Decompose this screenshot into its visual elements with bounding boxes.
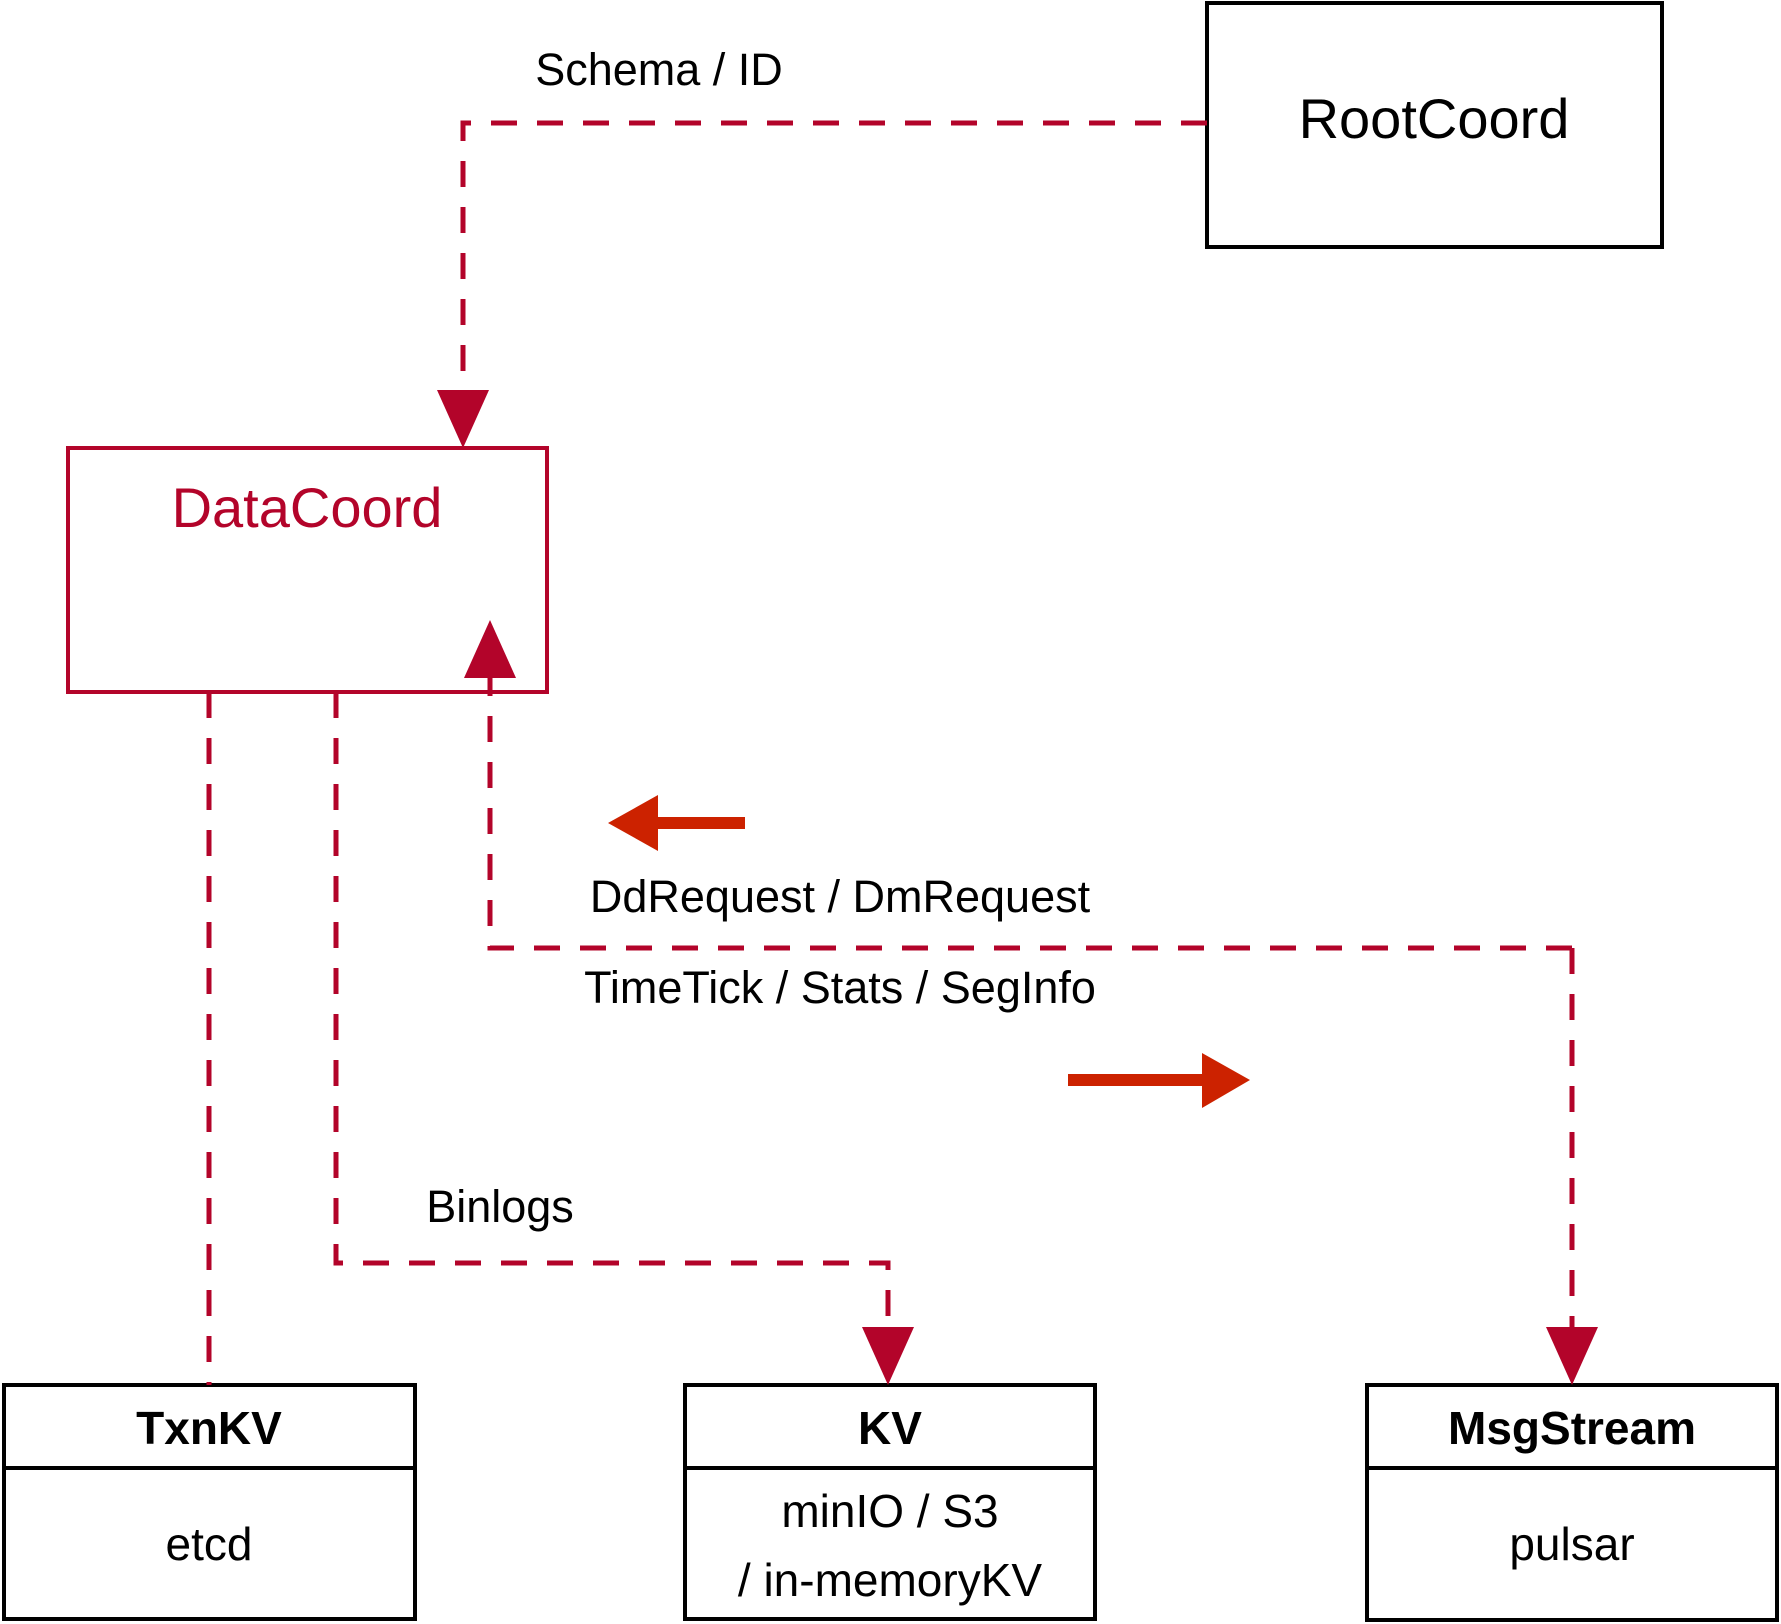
kv-title: KV (858, 1402, 922, 1454)
node-kv[interactable]: KV minIO / S3 / in-memoryKV (683, 1383, 1097, 1621)
timetick-direction-arrow (1068, 1053, 1250, 1108)
kv-sub1: minIO / S3 (781, 1485, 998, 1537)
ddrequest-arrowhead (608, 795, 658, 851)
datacoord-label: DataCoord (172, 476, 443, 539)
edge-msgstream-datacoord: DdRequest / DmRequest TimeTick / Stats /… (464, 620, 1598, 1385)
binlogs-arrowhead (862, 1327, 914, 1385)
txnkv-title: TxnKV (136, 1402, 282, 1454)
ddrequest-direction-arrow (608, 795, 745, 851)
binlogs-label: Binlogs (426, 1181, 574, 1232)
timetick-arrowhead (1202, 1053, 1250, 1108)
rootcoord-box[interactable] (1205, 1, 1664, 249)
schema-id-dashed-path (460, 120, 1207, 408)
txnkv-box[interactable] (2, 1383, 417, 1621)
kv-box[interactable] (683, 1383, 1097, 1621)
node-msgstream[interactable]: MsgStream pulsar (1365, 1383, 1779, 1622)
edge-schema-id: Schema / ID (437, 44, 1207, 448)
msgstream-datacoord-arrowhead-down (1546, 1327, 1598, 1385)
msgstream-datacoord-dashed-horizontal (487, 665, 1572, 951)
timetick-stats-seginfo-label: TimeTick / Stats / SegInfo (584, 962, 1096, 1013)
node-txnkv[interactable]: TxnKV etcd (2, 1383, 417, 1621)
node-datacoord[interactable]: DataCoord (66, 446, 549, 694)
schema-id-arrowhead (437, 390, 489, 448)
msgstream-title: MsgStream (1448, 1402, 1696, 1454)
node-rootcoord[interactable]: RootCoord (1205, 1, 1664, 249)
binlogs-dashed-path (333, 692, 891, 1340)
msgstream-sub1: pulsar (1509, 1518, 1634, 1570)
schema-id-label: Schema / ID (535, 44, 783, 95)
kv-sub2: / in-memoryKV (738, 1554, 1042, 1606)
edge-binlogs: Binlogs (333, 692, 914, 1385)
rootcoord-label: RootCoord (1299, 87, 1570, 150)
txnkv-sub1: etcd (166, 1518, 253, 1570)
ddrequest-dmrequest-label: DdRequest / DmRequest (590, 871, 1091, 922)
msgstream-datacoord-arrowhead-up (464, 620, 516, 678)
datacoord-box[interactable] (66, 446, 549, 694)
